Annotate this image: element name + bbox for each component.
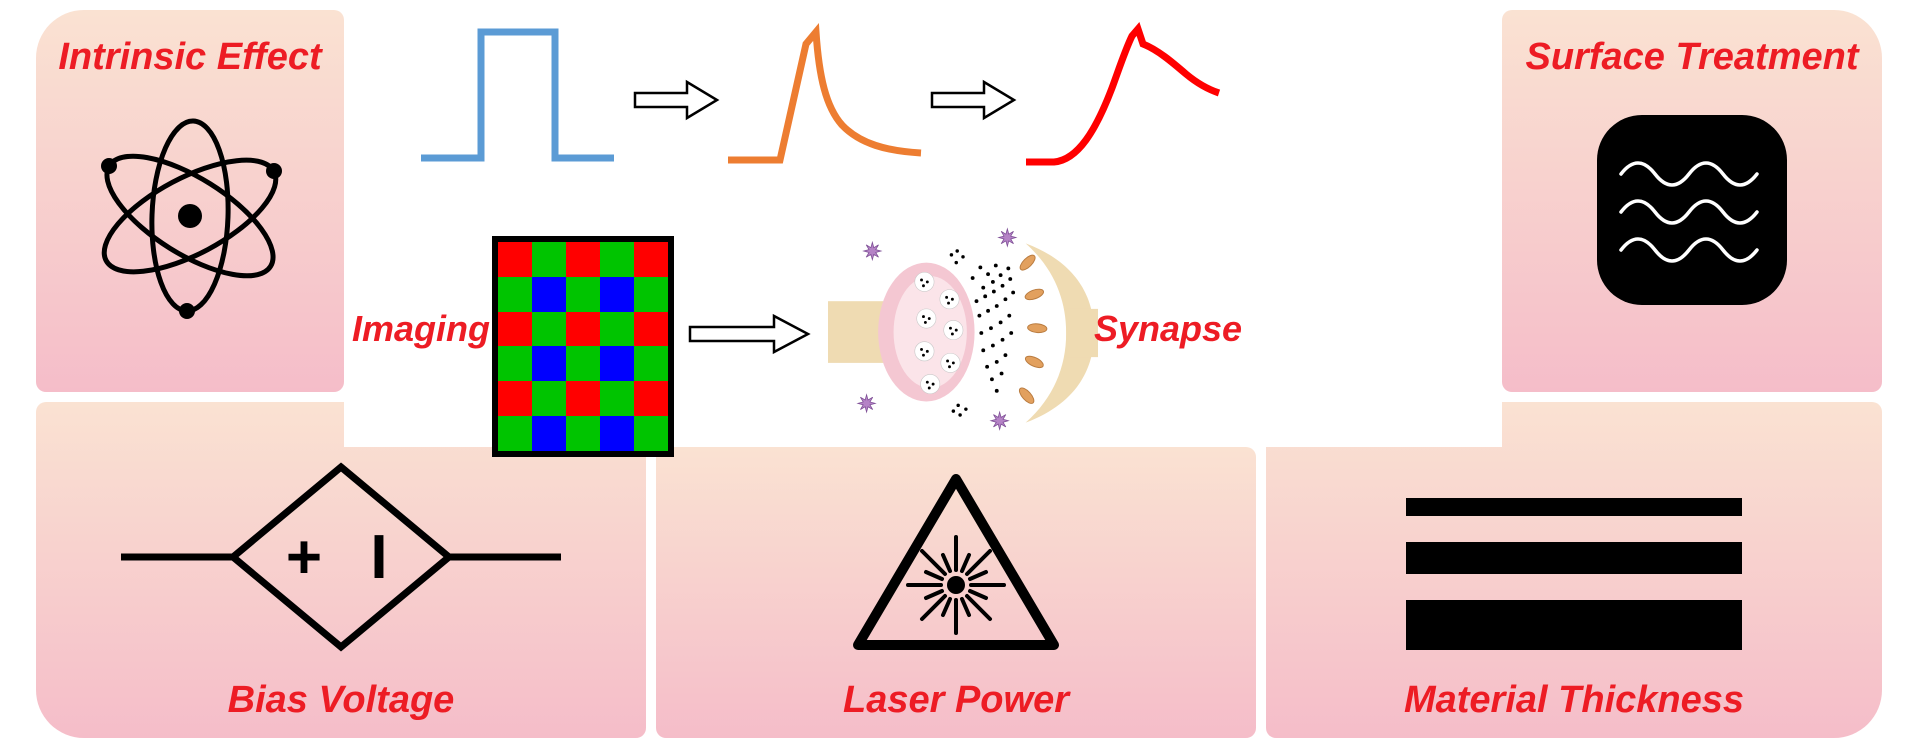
intermediate-response-pulse [728,23,922,164]
thin-layer-bar [1406,498,1742,516]
receptor-icons [1018,254,1048,404]
bayer-cell [634,311,668,347]
panel-material-thickness: Material Thickness [1266,402,1882,738]
bayer-cell [566,346,600,382]
bayer-cell [498,311,532,347]
thick-layer-bar [1406,600,1742,650]
bayer-cell [600,381,634,417]
right-arrow-icon [688,313,811,355]
bayer-cell [634,242,668,277]
material-thickness-label: Material Thickness [1403,679,1745,721]
synaptic-response-pulse [1026,22,1221,166]
neurotransmitter-dots [949,249,1016,417]
bayer-cell [600,311,634,347]
panel-intrinsic-effect: Intrinsic Effect [36,10,344,392]
bayer-cell [634,276,668,312]
bayer-cell [600,346,634,382]
atom-icon [101,118,282,319]
right-arrow-icon [930,79,1017,121]
atom-electron [179,303,195,319]
bayer-cell [498,276,532,312]
bayer-cell [532,346,566,382]
panel-laser-power: Laser Power [656,447,1256,738]
atom-electron [101,158,117,174]
surface-treatment-label: Surface Treatment [1525,36,1859,78]
bayer-cell [566,311,600,347]
synapse-label: Synapse [1093,308,1243,349]
postsynaptic-membrane [1025,243,1095,423]
bayer-cell [566,416,600,451]
intrinsic-effect-label: Intrinsic Effect [58,36,322,78]
bayer-cell [600,242,634,277]
bayer-cell [600,276,634,312]
bayer-grid [492,236,674,457]
square-input-pulse [421,28,614,162]
medium-layer-bar [1406,542,1742,574]
atom-electron [266,163,282,179]
bayer-cell [634,416,668,451]
imaging-label: Imaging [351,308,490,349]
laser-hazard-icon [853,474,1059,650]
bias-voltage-label: Bias Voltage [227,679,455,721]
bayer-cell [634,381,668,417]
bayer-cell [566,381,600,417]
bayer-cell [532,416,566,451]
bayer-cell [532,276,566,312]
bayer-cell [566,276,600,312]
synapse-icon [828,228,1098,430]
bayer-cell [532,381,566,417]
voltage-plus-symbol: + [286,523,322,592]
right-arrow-icon [633,79,720,121]
textured-surface-icon [1597,115,1787,305]
voltage-bar-symbol: I [370,523,387,592]
bayer-cell [498,381,532,417]
bayer-cell [532,242,566,277]
bayer-cell [498,346,532,382]
synaptic-vesicles [914,271,964,395]
bayer-cell [600,416,634,451]
diamond-voltage-source-icon: + I [121,462,561,652]
bayer-cell [634,346,668,382]
bayer-cell [498,242,532,277]
bayer-cell [566,242,600,277]
laser-power-label: Laser Power [843,679,1069,721]
panel-bias-voltage: + I Bias Voltage [36,402,646,738]
atom-nucleus [178,204,202,228]
panel-surface-treatment: Surface Treatment [1502,10,1882,392]
bayer-cell [532,311,566,347]
bayer-cell [498,416,532,451]
